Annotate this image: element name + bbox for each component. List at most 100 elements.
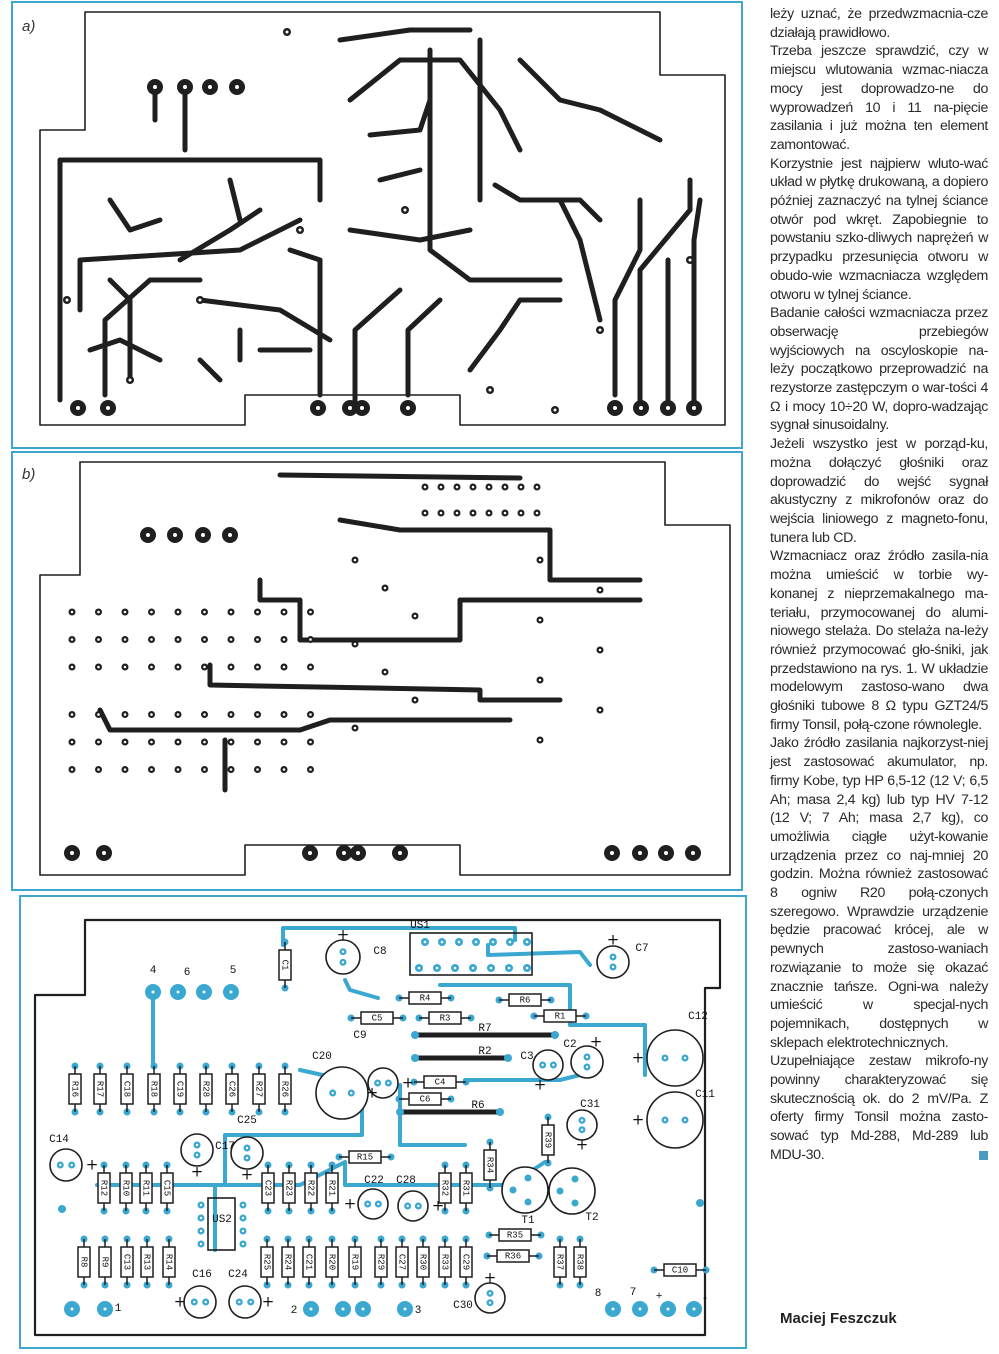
component-label-C21: C21 — [304, 1254, 314, 1270]
component-label-R24: R24 — [283, 1254, 293, 1270]
pad — [58, 1205, 66, 1213]
component-label-R25: R25 — [262, 1254, 272, 1270]
capacitor-C9 — [367, 1067, 399, 1099]
pad — [496, 1108, 504, 1116]
component-label-R34: R34 — [485, 1157, 495, 1173]
pad-hole — [70, 1163, 73, 1167]
pad-hole — [538, 618, 542, 622]
pad-hole — [455, 485, 459, 489]
trace — [467, 297, 563, 373]
polarity-plus-icon: + — [402, 1074, 415, 1092]
resistor-C4 — [423, 1075, 457, 1089]
pad-hole — [176, 665, 180, 669]
trace — [177, 207, 263, 263]
polarity-plus-icon: + — [534, 1076, 547, 1094]
pcb-copper-mirror-layout — [39, 461, 731, 876]
pad-hole — [241, 1242, 245, 1246]
polarity-plus-icon: + — [576, 1136, 589, 1154]
silk-trace — [398, 1083, 467, 1147]
resistor-R31 — [459, 1172, 473, 1204]
capacitor-C12 — [646, 1029, 704, 1087]
pad-hole — [229, 740, 233, 744]
pad-hole — [455, 511, 459, 515]
component-label-R9: R9 — [100, 1257, 110, 1268]
pad-hole — [193, 1300, 196, 1304]
component-label-C18: C18 — [122, 1081, 132, 1097]
component-label-C19: C19 — [175, 1081, 185, 1097]
ic-US2 — [207, 1197, 236, 1251]
paragraph: Badanie całości wzmacniacza przez obserw… — [770, 305, 988, 434]
pad-hole — [176, 768, 180, 771]
pad — [411, 1031, 419, 1039]
pad-hole — [688, 258, 692, 262]
resistor-R24 — [281, 1246, 295, 1278]
pad-hole — [383, 586, 387, 590]
capacitor-C20 — [315, 1066, 369, 1120]
resistor-R4 — [408, 991, 442, 1005]
pad — [504, 1054, 512, 1062]
board-outline — [39, 461, 731, 876]
pad-hole — [59, 1163, 62, 1167]
pad-hole — [666, 1307, 670, 1311]
pad-hole — [598, 708, 602, 712]
pad-hole — [97, 713, 100, 716]
trace — [337, 517, 643, 583]
pad-hole — [538, 558, 542, 562]
trace — [427, 47, 563, 283]
resistor-R30 — [416, 1246, 430, 1278]
component-label-R28: R28 — [201, 1081, 211, 1097]
pad-hole — [199, 1229, 203, 1233]
component-label-C23: C23 — [263, 1180, 273, 1196]
pad-hole — [316, 406, 320, 410]
component-label-R36: R36 — [505, 1251, 521, 1261]
pad-hole — [342, 851, 346, 855]
component-label-R31: R31 — [461, 1180, 471, 1196]
pad-hole — [151, 990, 155, 994]
component-label-C28: C28 — [396, 1175, 416, 1187]
pad-hole — [553, 408, 557, 412]
pad-hole — [457, 940, 461, 944]
pad-hole — [202, 990, 206, 994]
pad-hole — [666, 406, 670, 410]
resistor-R38 — [573, 1246, 587, 1278]
component-label-R29: R29 — [376, 1254, 386, 1270]
resistor-R10 — [119, 1172, 133, 1204]
pad-hole — [176, 638, 180, 641]
component-label-T1: T1 — [521, 1215, 535, 1227]
component-label-US2: US2 — [212, 1214, 232, 1226]
trace — [97, 707, 513, 733]
pad-hole — [256, 740, 259, 744]
pad-hole — [663, 1118, 667, 1122]
pad-hole — [238, 1300, 241, 1304]
capacitor-C28 — [397, 1190, 429, 1222]
component-label-R33: R33 — [440, 1254, 450, 1270]
component-label-R2: R2 — [478, 1046, 491, 1058]
component-label-C3: C3 — [520, 1051, 533, 1063]
pad-hole — [406, 1204, 409, 1208]
pad — [571, 1175, 579, 1183]
pad-hole — [610, 851, 614, 855]
component-label-C30: C30 — [453, 1300, 473, 1312]
pad-hole — [195, 1153, 199, 1157]
pad-hole — [538, 738, 542, 742]
pad-hole — [285, 30, 289, 34]
component-label-R26: R26 — [280, 1081, 290, 1097]
resistor-R26 — [278, 1073, 292, 1105]
component-label-R37: R37 — [555, 1254, 565, 1270]
component-label-P5: 5 — [230, 965, 237, 977]
ic-US1 — [409, 932, 533, 976]
component-label-R35: R35 — [507, 1230, 523, 1240]
component-label-R30: R30 — [418, 1254, 428, 1270]
pad-hole — [173, 533, 177, 537]
pad-hole — [123, 665, 127, 669]
polarity-plus-icon: + — [174, 1293, 187, 1311]
resistor-C26 — [225, 1073, 239, 1105]
pad-hole — [440, 940, 444, 944]
silk-trace — [281, 926, 517, 947]
capacitor-C11 — [646, 1091, 704, 1149]
paragraph: Jeżeli wszystko jest w porząd-ku, można … — [770, 436, 988, 546]
pad-hole — [195, 1143, 199, 1147]
resistor-R19 — [348, 1246, 362, 1278]
resistor-R15 — [348, 1150, 382, 1164]
pad-hole — [150, 768, 153, 771]
